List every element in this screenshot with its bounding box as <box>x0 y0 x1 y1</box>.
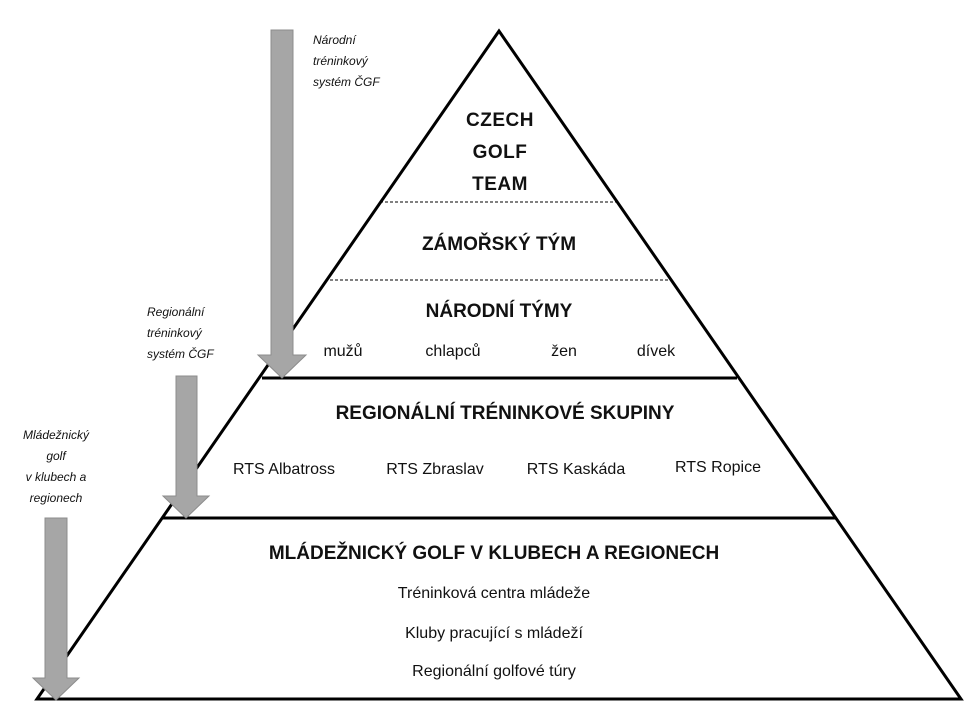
youth-training-centers: Tréninková centra mládeže <box>397 585 591 602</box>
youth-regional-tours: Regionální golfové túry <box>412 663 576 680</box>
apex-line-1: CZECH <box>466 110 534 131</box>
youth-golf-title: MLÁDEŽNICKÝ GOLF V KLUBECH A REGIONECH <box>268 543 720 564</box>
rts-albatross: RTS Albatross <box>233 461 335 478</box>
regional-groups-title: REGIONÁLNÍ TRÉNINKOVÉ SKUPINY <box>335 403 675 424</box>
national-team-girls: dívek <box>636 343 676 360</box>
national-team-men: mužů <box>323 343 363 360</box>
regional-system-label-line: systém ČGF <box>147 347 214 361</box>
national-team-women: žen <box>551 343 577 360</box>
national-system-arrow <box>256 29 308 379</box>
national-system-label-line: systém ČGF <box>313 75 380 89</box>
national-system-label-line: Národní <box>313 33 356 47</box>
national-teams-title: NÁRODNÍ TÝMY <box>425 301 573 322</box>
youth-golf-label-line: regionech <box>29 491 83 505</box>
national-system-label: Národní tréninkový systém ČGF <box>313 30 380 93</box>
youth-golf-label: Mládežnický golf v klubech a regionech <box>14 425 98 509</box>
rts-kaskada: RTS Kaskáda <box>526 461 626 478</box>
youth-clubs: Kluby pracující s mládeží <box>405 625 583 642</box>
apex-line-2: GOLF <box>472 142 528 163</box>
youth-golf-label-line: Mládežnický <box>22 428 90 442</box>
rts-ropice: RTS Ropice <box>675 459 761 476</box>
regional-system-label-line: tréninkový <box>147 326 202 340</box>
youth-golf-label-line: v klubech a <box>25 470 87 484</box>
regional-system-label-line: Regionální <box>147 305 205 319</box>
national-team-boys: chlapců <box>425 343 481 360</box>
youth-golf-label-line: golf <box>46 449 66 463</box>
apex-line-3: TEAM <box>472 174 528 195</box>
national-system-label-line: tréninkový <box>313 54 368 68</box>
youth-golf-arrow <box>31 517 81 701</box>
regional-system-label: Regionální tréninkový systém ČGF <box>147 302 214 365</box>
regional-system-arrow <box>161 375 211 519</box>
rts-zbraslav: RTS Zbraslav <box>386 461 484 478</box>
overseas-team-title: ZÁMOŘSKÝ TÝM <box>421 234 577 255</box>
